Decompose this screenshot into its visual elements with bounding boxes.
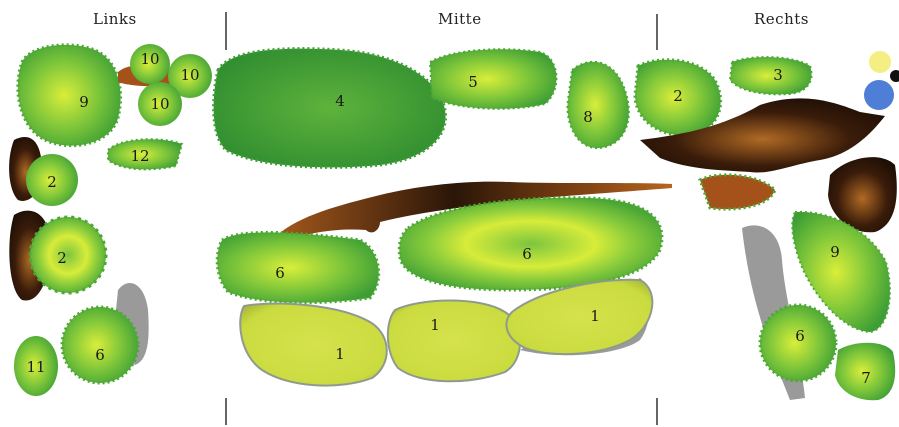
- plant-label: 10: [180, 66, 199, 84]
- plant-label: 2: [57, 249, 67, 267]
- plant-label: 10: [150, 95, 169, 113]
- plant-6-left: [62, 307, 138, 383]
- plant-label: 11: [26, 358, 45, 376]
- plant-label: 2: [47, 173, 57, 191]
- plant-label: 9: [830, 243, 840, 261]
- lawn-1-b: [388, 301, 520, 382]
- plant-label: 3: [773, 66, 783, 84]
- plant-label: 1: [590, 307, 600, 325]
- plant-label: 7: [861, 369, 871, 387]
- plant-label: 6: [275, 264, 285, 282]
- plant-label: 5: [468, 73, 478, 91]
- plant-8: [567, 62, 628, 148]
- lawn-1-a: [240, 304, 387, 386]
- plant-strip-right: [700, 175, 775, 209]
- plant-9-left: [18, 45, 121, 146]
- legend-dot-black: [890, 70, 899, 82]
- plant-label: 2: [673, 87, 683, 105]
- legend-dot-blue: [864, 80, 894, 110]
- plant-label: 1: [430, 316, 440, 334]
- plant-label: 10: [140, 50, 159, 68]
- plant-label: 8: [583, 108, 593, 126]
- plant-2-left-b: [30, 217, 106, 293]
- plant-6-middle-right: [399, 198, 662, 290]
- plant-label: 12: [130, 147, 149, 165]
- plant-6-middle-left: [217, 232, 379, 302]
- legend-dot-yellow: [869, 51, 891, 73]
- plant-label: 6: [95, 346, 105, 364]
- plant-3: [730, 57, 812, 94]
- plant-label: 6: [795, 327, 805, 345]
- plant-label: 6: [522, 245, 532, 263]
- plant-5: [430, 49, 556, 109]
- plant-4: [214, 49, 446, 168]
- plant-label: 1: [335, 345, 345, 363]
- plant-label: 9: [79, 93, 89, 111]
- plant-label: 4: [335, 92, 345, 110]
